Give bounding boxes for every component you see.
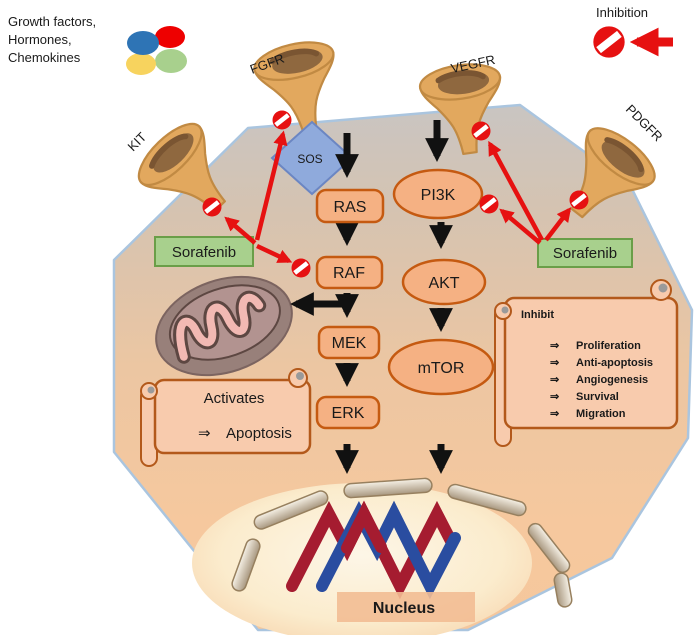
sorafenib-right-label: Sorafenib (553, 245, 617, 262)
sos-node: SOS (270, 120, 354, 196)
inhibition-label: Inhibition (596, 5, 648, 20)
inhibit-item: Migration (576, 408, 626, 420)
growth-factors-line3: Chemokines (8, 50, 81, 65)
ras-label: RAS (334, 199, 367, 216)
sorafenib-left: Sorafenib (154, 236, 254, 267)
nuclear-envelope-segment (553, 572, 573, 608)
prohibition-icon-pdgfr (569, 190, 589, 210)
inhibit-arrow-pdgfr (544, 207, 572, 242)
prohibition-icon-kit (202, 197, 222, 217)
nucleus-label-band (337, 592, 475, 622)
sorafenib-right: Sorafenib (537, 238, 633, 268)
inhibit-arrow-glyph: ⇒ (550, 374, 559, 386)
inhibit-scroll: Inhibit ⇒ Proliferation ⇒ Anti-apoptosis… (494, 279, 679, 447)
apoptosis-item: Apoptosis (226, 425, 292, 442)
kit-label: KIT (125, 129, 150, 154)
inhibit-item: Angiogenesis (576, 374, 648, 386)
mitochondria-icon (155, 275, 293, 377)
prohibition-icon (593, 26, 625, 58)
growth-factors-line2: Hormones, (8, 32, 72, 47)
sorafenib-left-label: Sorafenib (172, 244, 236, 261)
nuclear-envelope-segment (253, 490, 329, 530)
inhibit-item: Survival (576, 391, 619, 403)
nuclear-envelope-segment (527, 522, 571, 574)
nuclear-envelope-segment (447, 483, 527, 517)
inhibit-arrow-glyph: ⇒ (550, 408, 559, 420)
inhibit-arrow-raf (256, 243, 293, 264)
sos-label: SOS (297, 152, 322, 166)
prohibition-icon-pi3k (479, 194, 499, 214)
inhibit-arrow-fgfr (254, 130, 288, 241)
ligand-blobs-icon (126, 26, 187, 75)
inhibit-item: Anti-apoptosis (576, 357, 653, 369)
growth-factors-legend: Growth factors, Hormones, Chemokines (8, 14, 187, 75)
raf-label: RAF (333, 265, 365, 282)
mtor-label: mTOR (418, 360, 465, 377)
inhibit-arrow-glyph: ⇒ (550, 340, 559, 352)
pdgfr-label: PDGFR (623, 102, 666, 145)
prohibition-icon-vegfr (471, 121, 491, 141)
mek-label: MEK (332, 335, 367, 352)
nuclear-envelope-segment (231, 538, 261, 592)
nucleus-label: Nucleus (373, 600, 435, 617)
inhibition-legend: Inhibition (593, 5, 673, 58)
erk-label: ERK (332, 405, 365, 422)
inhibit-arrow-glyph: ⇒ (550, 391, 559, 403)
apoptosis-arrow-glyph: ⇒ (198, 425, 211, 442)
inhibit-arrow-glyph: ⇒ (550, 357, 559, 369)
inhibition-arrows (224, 130, 572, 264)
akt-label: AKT (428, 275, 459, 292)
pi3k-label: PI3K (421, 187, 456, 204)
inhibit-item: Proliferation (576, 340, 641, 352)
activates-title: Activates (204, 390, 265, 407)
inhibit-title: Inhibit (521, 309, 554, 321)
mapk-cascade: RAS RAF MEK ERK (315, 188, 385, 430)
inhibit-arrow-vegfr (488, 140, 544, 242)
nucleus: Nucleus (192, 477, 573, 635)
pi3k-cascade: PI3K AKT mTOR (387, 168, 495, 396)
prohibition-icon-fgfr (272, 110, 292, 130)
nuclear-envelope (231, 477, 573, 608)
activates-scroll: Activates ⇒ Apoptosis (140, 368, 312, 467)
inhibit-arrow-kit (224, 216, 257, 245)
signal-arrows (290, 120, 453, 474)
prohibition-icon-raf (291, 258, 311, 278)
inhibit-arrow-pi3k (499, 208, 542, 245)
growth-factors-line1: Growth factors, (8, 14, 96, 29)
nuclear-envelope-segment (343, 477, 433, 499)
dna-helix-icon (286, 500, 461, 600)
